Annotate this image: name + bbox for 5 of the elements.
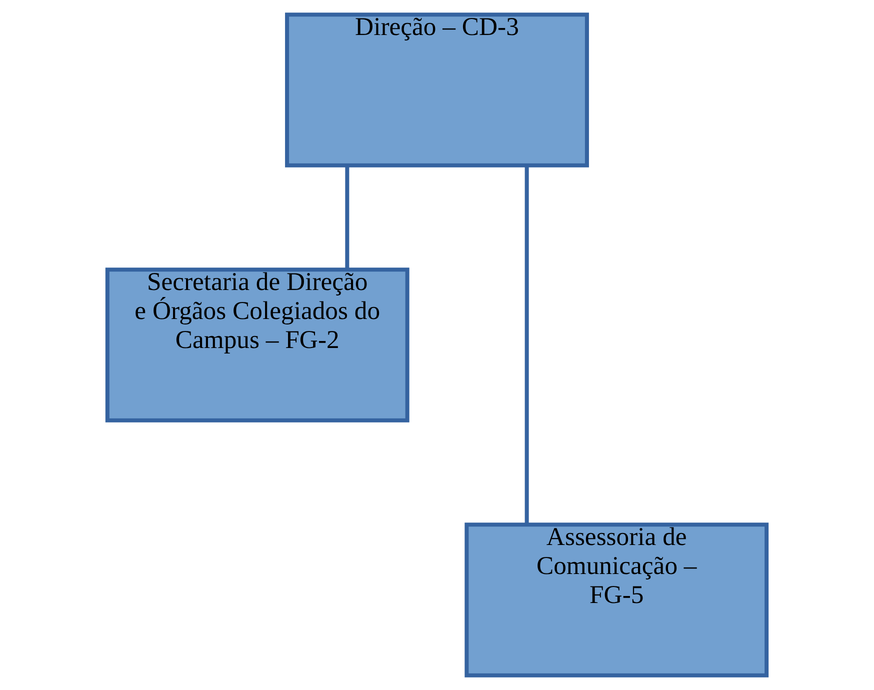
node-box: Secretaria de Direção e Órgãos Colegiados do Campus – FG-2 [105,268,410,422]
node-box: Direção – CD-3 [285,12,589,168]
connector [345,166,350,270]
connector [524,166,529,525]
node-box: Assessoria de Comunicação – FG-5 [464,522,769,678]
